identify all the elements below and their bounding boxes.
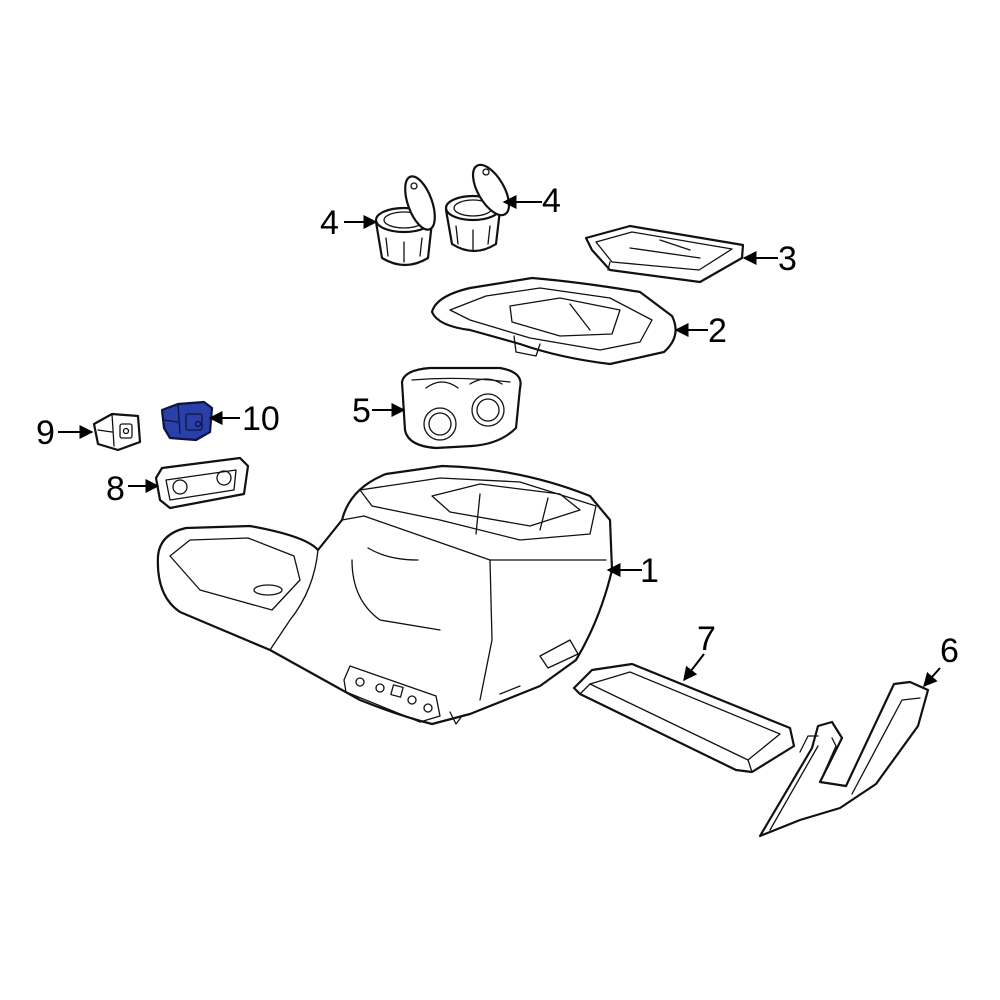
callouts: 1 2 3 4 4 5 6 7 8 9 10: [36, 182, 959, 670]
part-9-switch[interactable]: [92, 412, 142, 452]
part-10-switch-highlighted[interactable]: [160, 400, 214, 442]
part-2-bezel[interactable]: [430, 276, 677, 366]
callout-4b: 4: [542, 182, 561, 220]
part-3-tray[interactable]: [584, 224, 745, 284]
callout-5: 5: [352, 392, 371, 430]
callout-7: 7: [697, 620, 716, 658]
part-7-mat[interactable]: [572, 662, 796, 774]
callout-4a: 4: [320, 204, 339, 242]
callout-10: 10: [242, 400, 280, 438]
part-6-side-trim[interactable]: [758, 680, 930, 838]
callout-8: 8: [106, 470, 125, 508]
callout-3: 3: [778, 240, 797, 278]
part-4-right-cup-insert[interactable]: [444, 159, 516, 253]
leader-6: [923, 667, 941, 688]
callout-6: 6: [940, 632, 959, 670]
leaders: [58, 195, 941, 688]
part-1-console[interactable]: [156, 464, 614, 726]
leader-7: [683, 653, 705, 682]
callout-1: 1: [640, 552, 659, 590]
callout-9: 9: [36, 414, 55, 452]
part-8-switch-bezel[interactable]: [154, 456, 250, 510]
callout-2: 2: [708, 312, 727, 350]
part-4-left-cup-insert[interactable]: [374, 173, 441, 267]
part-5-cup-holder[interactable]: [400, 366, 522, 450]
